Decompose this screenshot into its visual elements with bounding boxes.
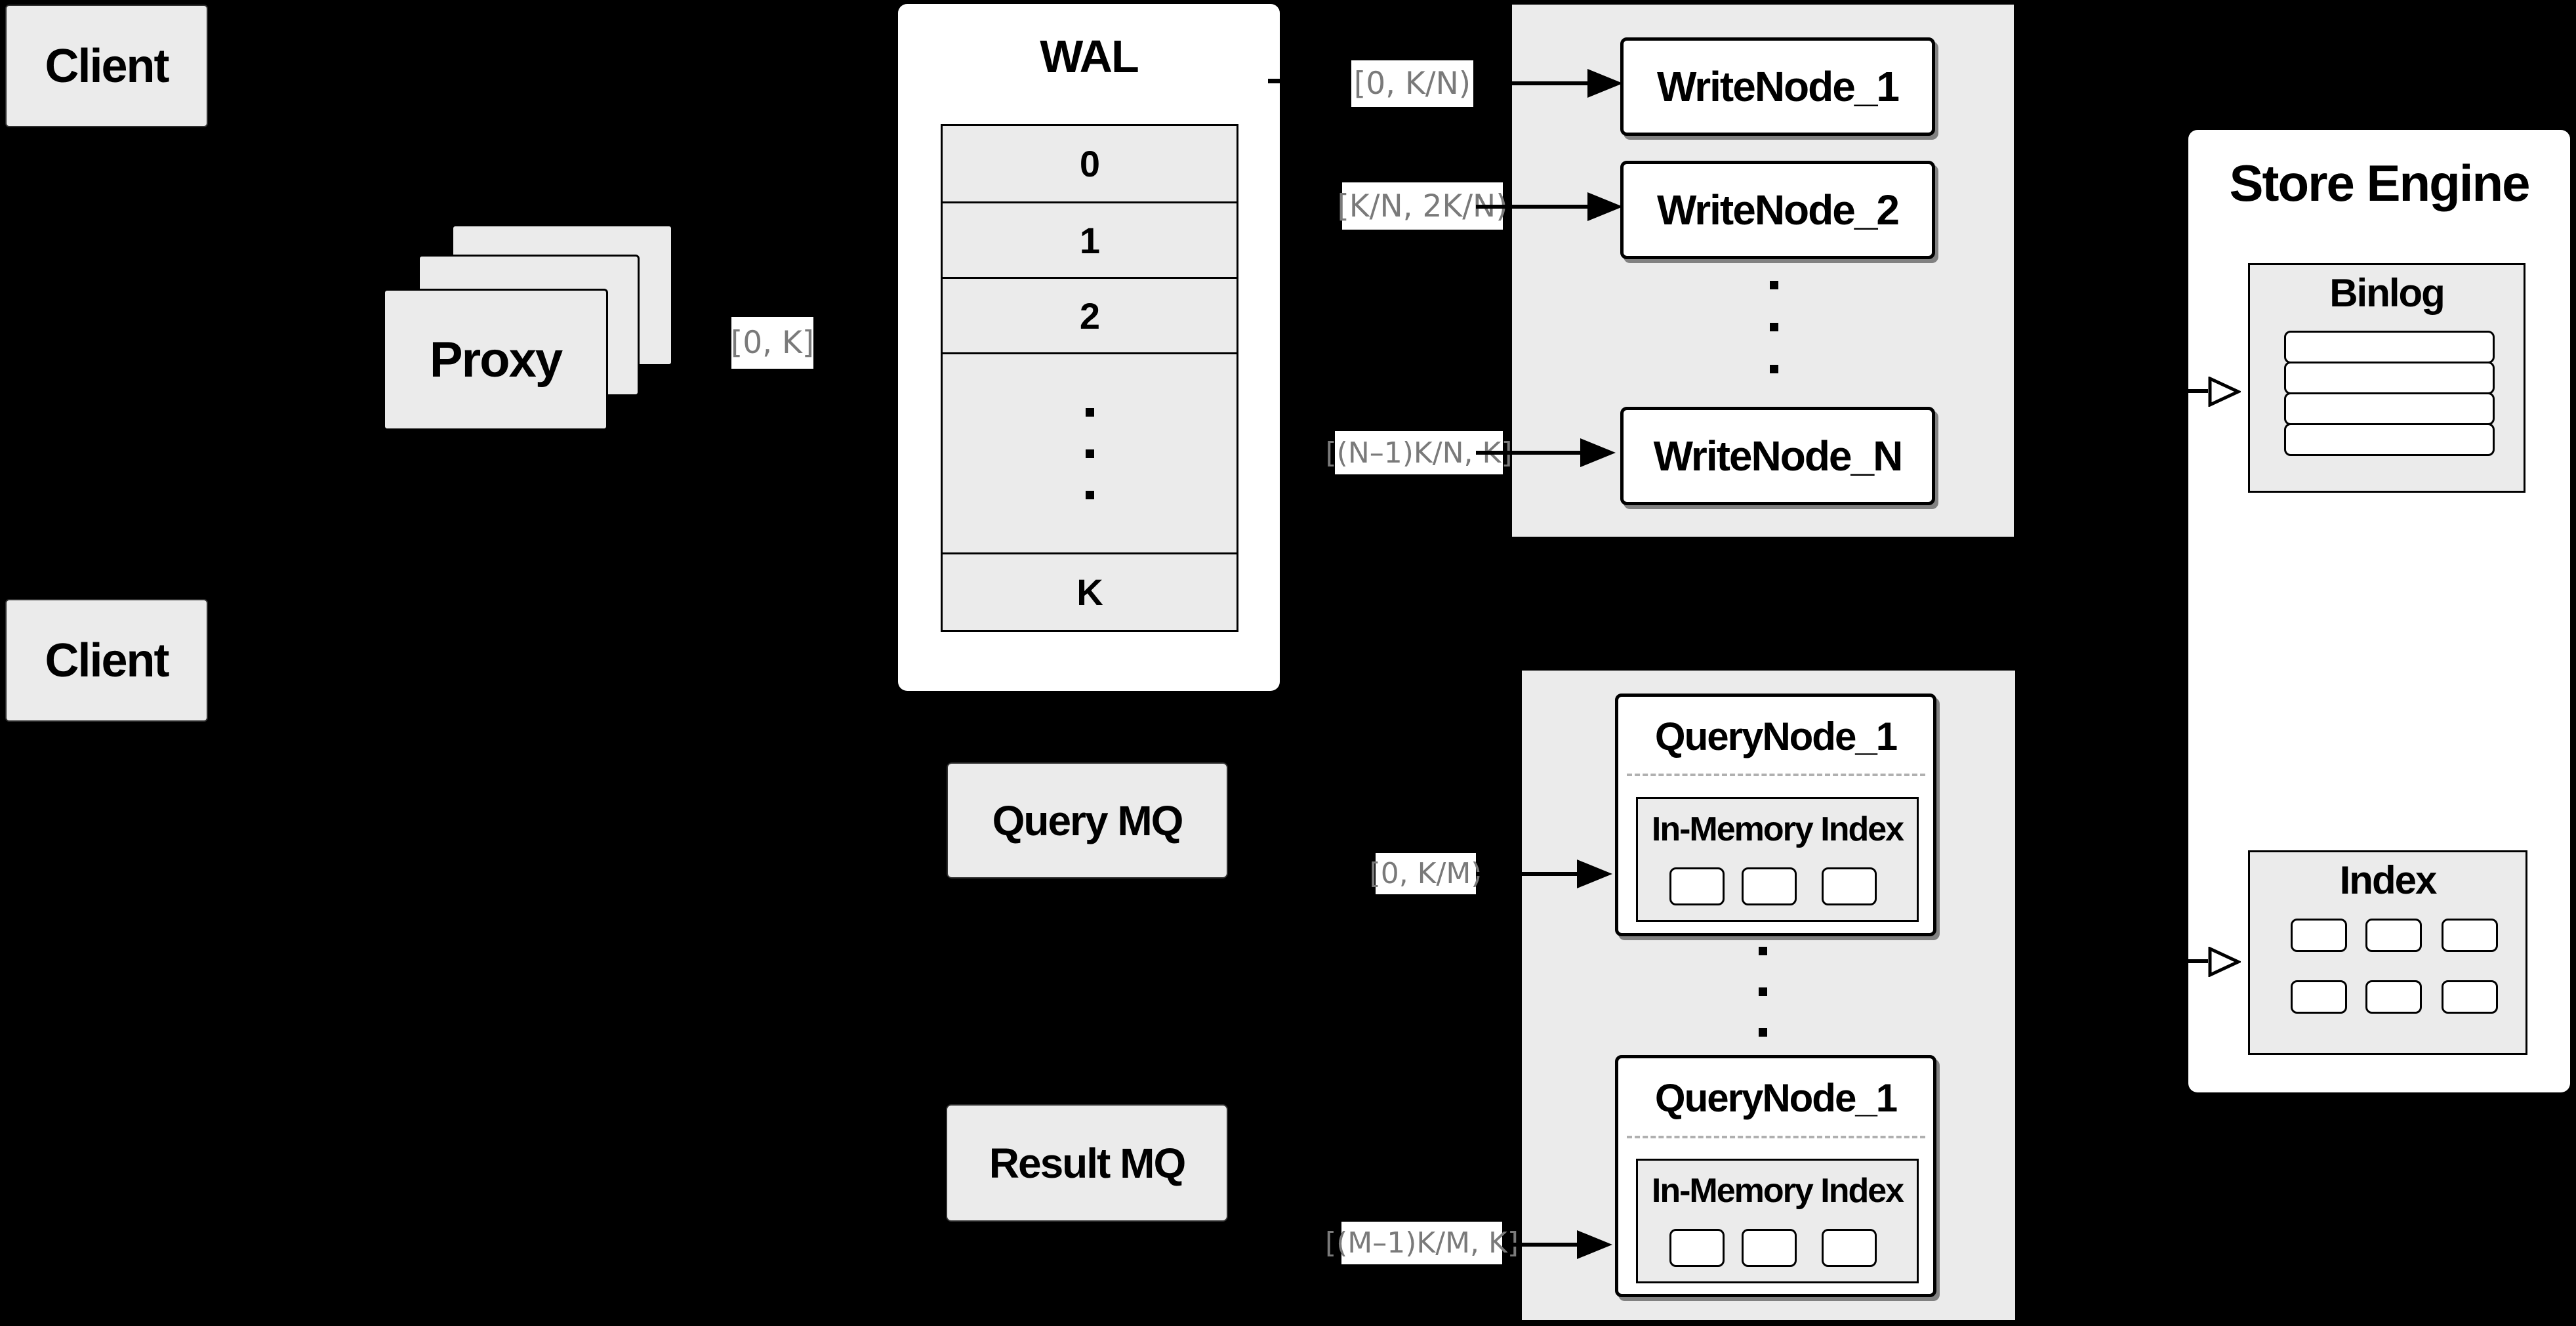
dashed-divider xyxy=(1627,774,1925,776)
range-label-query-1: [0, K/M) xyxy=(1370,853,1482,894)
dot xyxy=(1770,281,1778,289)
result-mq-label: Result MQ xyxy=(989,1139,1186,1187)
store-engine-panel: Store Engine Binlog Index xyxy=(2188,130,2570,1092)
segment-slot xyxy=(1742,1229,1797,1267)
store-engine-title: Store Engine xyxy=(2229,154,2530,212)
binlog-box: Binlog xyxy=(2248,263,2525,493)
write-node-2-box: WriteNode_2 xyxy=(1620,161,1935,259)
index-slot xyxy=(2365,919,2422,952)
dot xyxy=(1759,947,1767,955)
arrow-head xyxy=(1587,192,1623,221)
index-title: Index xyxy=(2339,858,2438,902)
vertical-ellipsis-icon xyxy=(1085,407,1094,499)
wal-segment-table: 0 1 2 K xyxy=(941,124,1238,632)
index-slot xyxy=(2291,919,2347,952)
arrow-right-icon xyxy=(1476,438,1616,467)
binlog-row xyxy=(2284,331,2495,363)
write-node-label: WriteNode_N xyxy=(1653,432,1904,480)
hollow-arrow-right-icon xyxy=(2208,377,2241,407)
range-label-query-m: [(M–1)K/M, K] xyxy=(1325,1222,1519,1264)
dot xyxy=(1085,449,1094,458)
range-label-write-1: [0, K/N) xyxy=(1351,60,1473,107)
arrow-head xyxy=(1577,860,1612,888)
in-memory-index-title: In-Memory Index xyxy=(1651,1172,1904,1210)
range-label-proxy-out: [0, K] xyxy=(730,317,815,369)
query-mq-box: Query MQ xyxy=(947,762,1228,879)
hollow-arrow-line xyxy=(2125,389,2208,393)
segment-slot xyxy=(1822,1229,1877,1267)
arrow-line xyxy=(1476,872,1577,876)
index-slot xyxy=(2291,980,2347,1014)
arrow-line xyxy=(1476,81,1587,85)
write-node-label: WriteNode_1 xyxy=(1656,63,1900,110)
client-box-bottom: Client xyxy=(5,599,208,722)
arrow-right-icon xyxy=(1476,860,1612,888)
arrow-right-icon xyxy=(1476,69,1623,98)
arrow-head xyxy=(1577,1230,1612,1259)
index-slot xyxy=(2365,980,2422,1014)
dot xyxy=(1759,987,1767,996)
in-memory-index-box: In-Memory Index xyxy=(1636,1159,1919,1283)
query-mq-label: Query MQ xyxy=(992,797,1184,844)
segment-slot xyxy=(1669,1229,1725,1267)
index-slot xyxy=(2442,919,2498,952)
wal-segment-row: 1 xyxy=(943,201,1237,277)
wal-ellipsis-row xyxy=(943,352,1237,552)
arrow-head xyxy=(1587,69,1623,98)
arrow-line xyxy=(1502,1243,1577,1247)
wal-segment-row: 2 xyxy=(943,277,1237,352)
arrow-line xyxy=(1476,205,1587,209)
arrow-head xyxy=(1580,438,1616,467)
index-slot xyxy=(2442,980,2498,1014)
vertical-ellipsis-icon xyxy=(1759,947,1767,1037)
range-text: [0, K/N) xyxy=(1353,66,1471,102)
dot xyxy=(1770,365,1778,373)
arrow-line xyxy=(1476,451,1580,455)
in-memory-index-box: In-Memory Index xyxy=(1636,797,1919,922)
binlog-row xyxy=(2284,362,2495,394)
dot xyxy=(1759,1028,1767,1037)
client-label: Client xyxy=(45,634,169,687)
dot xyxy=(1085,407,1094,417)
dashed-divider xyxy=(1627,1136,1925,1138)
vertical-ellipsis-icon xyxy=(1770,281,1778,373)
query-node-title: QueryNode_1 xyxy=(1654,1076,1898,1120)
range-text: [0, K/M) xyxy=(1369,857,1482,890)
client-box-top: Client xyxy=(5,5,208,127)
query-node-title: QueryNode_1 xyxy=(1654,715,1898,758)
range-text: [0, K] xyxy=(730,325,815,361)
wal-panel: WAL 0 1 2 K xyxy=(898,4,1280,691)
proxy-label: Proxy xyxy=(429,331,563,388)
proxy-card-front: Proxy xyxy=(383,289,608,430)
binlog-row xyxy=(2284,392,2495,425)
arrow-right-icon xyxy=(1502,1230,1612,1259)
binlog-row xyxy=(2284,423,2495,456)
query-node-box-top: QueryNode_1 In-Memory Index xyxy=(1615,694,1936,936)
range-label-write-2: [K/N, 2K/N) xyxy=(1337,182,1508,230)
wal-segment-row: 0 xyxy=(1079,143,1100,184)
binlog-title: Binlog xyxy=(2329,271,2445,315)
index-box: Index xyxy=(2248,850,2527,1055)
wal-title: WAL xyxy=(1040,31,1139,82)
segment-slot xyxy=(1669,867,1725,905)
hollow-arrow-line xyxy=(2125,959,2208,963)
arrow-right-icon xyxy=(1476,192,1623,221)
wal-connector-stub xyxy=(1268,79,1280,83)
segment-slot xyxy=(1742,867,1797,905)
binlog-rows xyxy=(2284,331,2495,456)
segment-slot xyxy=(1822,867,1877,905)
range-text: [(M–1)K/M, K] xyxy=(1324,1226,1519,1260)
write-node-n-box: WriteNode_N xyxy=(1620,407,1935,505)
wal-segment-row: K xyxy=(943,552,1237,630)
query-node-box-bottom: QueryNode_1 In-Memory Index xyxy=(1615,1055,1936,1297)
write-node-1-box: WriteNode_1 xyxy=(1620,37,1935,136)
write-node-label: WriteNode_2 xyxy=(1656,186,1900,234)
result-mq-box: Result MQ xyxy=(946,1104,1228,1222)
client-label: Client xyxy=(45,39,169,93)
in-memory-index-title: In-Memory Index xyxy=(1651,810,1904,848)
dot xyxy=(1085,490,1094,499)
dot xyxy=(1770,323,1778,331)
hollow-arrow-right-icon xyxy=(2208,947,2241,977)
